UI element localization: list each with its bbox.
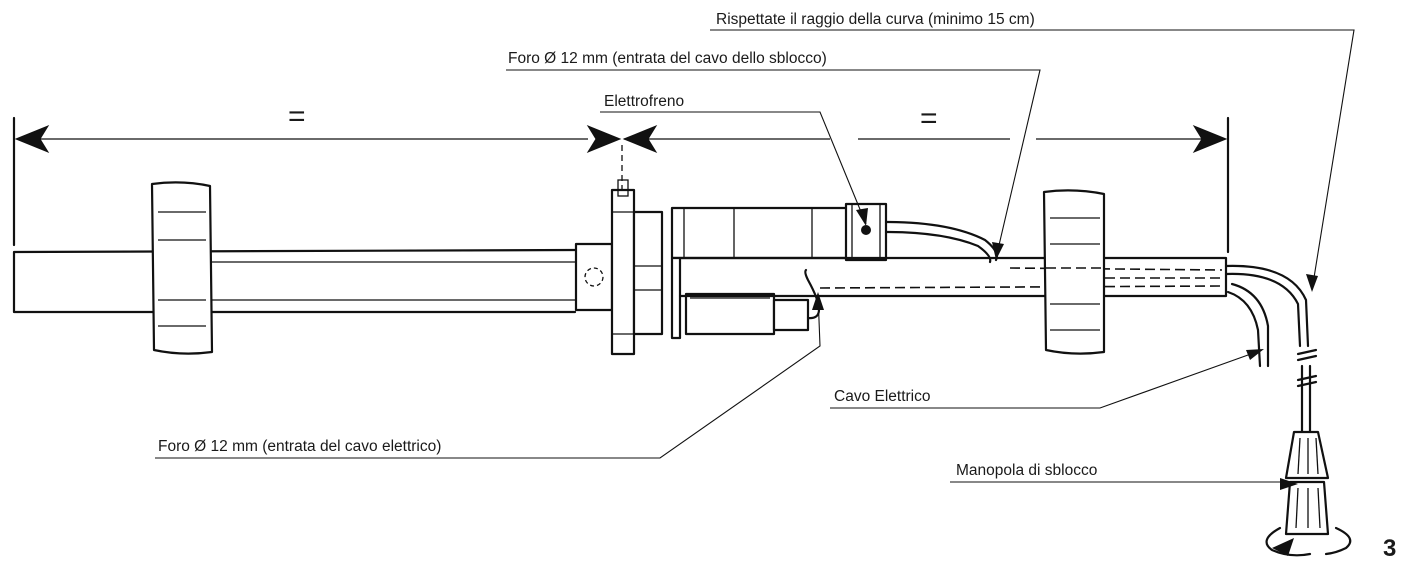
dimension-line (12, 116, 1230, 254)
exit-cables (1224, 264, 1318, 434)
left-roller (150, 181, 214, 355)
capacitor (684, 292, 810, 336)
equal-sign-right: = (920, 102, 938, 135)
leader-lines (155, 29, 1355, 490)
arrow-center-left-icon (586, 124, 622, 154)
electric-cable-inner (804, 268, 821, 320)
label-bend-radius: Rispettate il raggio della curva (minimo… (716, 11, 1035, 28)
label-hole-electric: Foro Ø 12 mm (entrata del cavo elettrico… (158, 438, 441, 455)
arrow-right-icon (1192, 124, 1228, 154)
release-knob (1284, 430, 1330, 536)
flange-plate (610, 179, 664, 356)
figure-number: 3 (1383, 535, 1396, 559)
left-shaft (12, 248, 577, 314)
arrow-center-right-icon (622, 124, 658, 154)
label-release-knob: Manopola di sblocco (956, 462, 1097, 479)
label-hole-release: Foro Ø 12 mm (entrata del cavo dello sbl… (508, 50, 827, 67)
right-roller (1042, 189, 1106, 355)
equal-sign-left: = (288, 100, 306, 133)
arrow-left-icon (14, 124, 50, 154)
coupling-block (574, 242, 614, 312)
label-electric-cable: Cavo Elettrico (834, 388, 930, 405)
rotation-arrow-icon (1265, 526, 1352, 557)
main-tube (678, 256, 1228, 298)
label-brake: Elettrofreno (604, 93, 684, 110)
release-cable (884, 220, 998, 262)
